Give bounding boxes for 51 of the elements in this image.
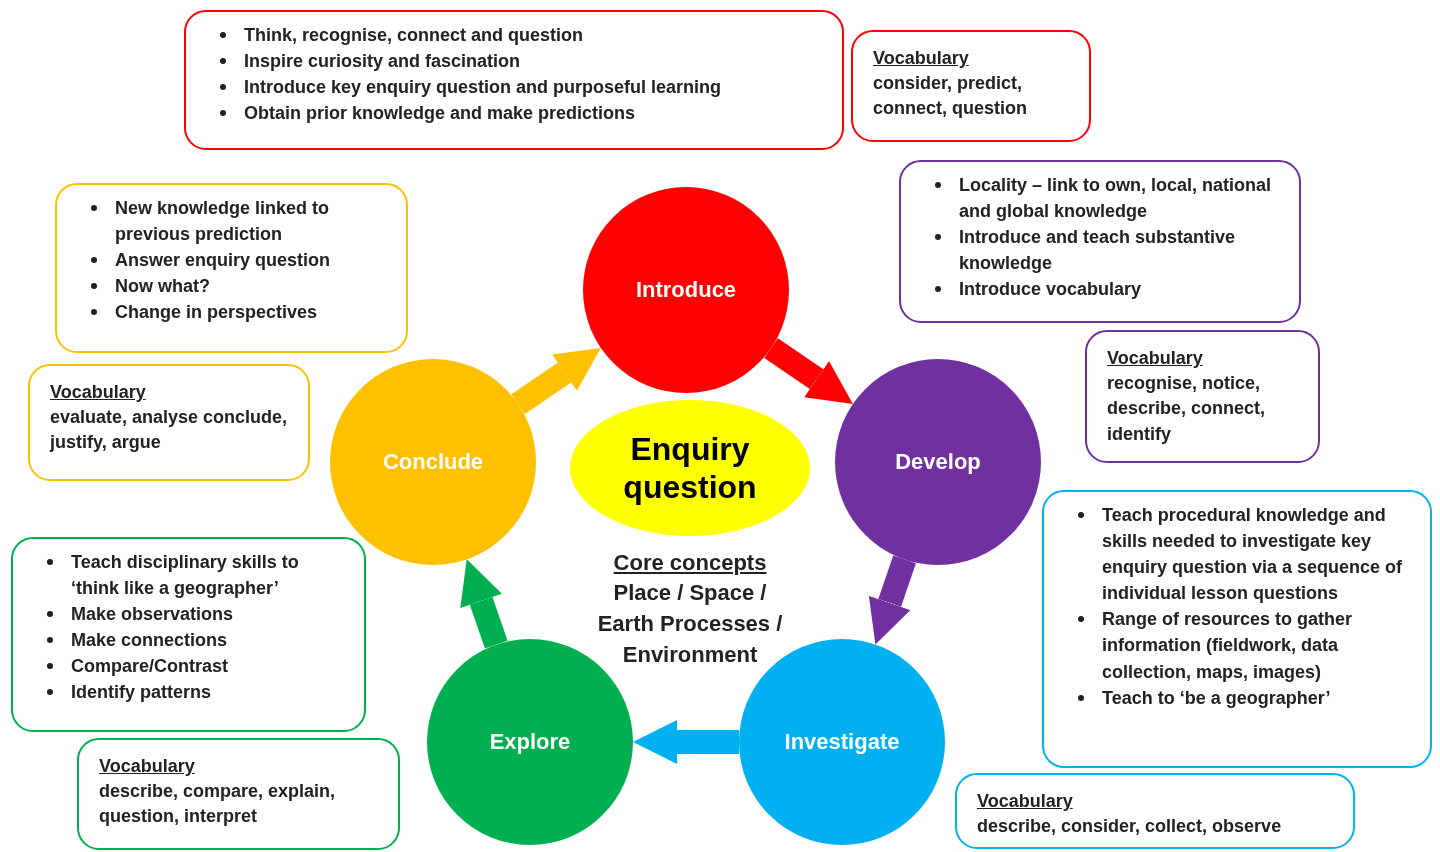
bullet-item: New knowledge linked to previous prediction xyxy=(115,197,331,247)
bullet-item: Make observations xyxy=(71,603,234,627)
bullet-item: Obtain prior knowledge and make predictions xyxy=(244,102,636,126)
vocabulary-heading: Vocabulary xyxy=(1107,347,1204,370)
vocabulary-box xyxy=(851,30,1091,142)
bullet-item: Now what? xyxy=(115,275,210,299)
vocabulary-heading: Vocabulary xyxy=(977,790,1074,813)
central-label: Enquiry question xyxy=(622,429,758,507)
stage-label: Introduce xyxy=(635,277,737,303)
vocabulary-box xyxy=(77,738,400,850)
bullet-list-box xyxy=(55,183,408,353)
core-concepts-heading: Core concepts xyxy=(612,549,768,577)
block-arrow xyxy=(764,338,853,404)
bullet-list-box xyxy=(1042,490,1432,768)
vocabulary-heading: Vocabulary xyxy=(50,381,147,404)
vocabulary-heading: Vocabulary xyxy=(873,47,970,70)
bullet-item: Compare/Contrast xyxy=(71,655,229,679)
bullet-item: Locality – link to own, local, national and global knowledge xyxy=(959,174,1273,224)
vocabulary-heading: Vocabulary xyxy=(99,755,196,778)
vocabulary-box xyxy=(955,773,1355,849)
vocabulary-list: describe, compare, explain, question, interpret xyxy=(99,779,384,830)
block-arrow xyxy=(460,559,508,649)
core-concepts-list: Place / Space / Earth Processes / Environment xyxy=(585,578,795,671)
bullet-item: Identify patterns xyxy=(71,681,212,705)
bullet-item: Introduce and teach substantive knowledge xyxy=(959,226,1237,276)
vocabulary-list: recognise, notice, describe, connect, identify xyxy=(1107,371,1304,447)
bullet-item: Teach disciplinary skills to ‘think like a geographer’ xyxy=(71,551,300,601)
vocabulary-list: evaluate, analyse conclude, justify, argue xyxy=(50,405,294,456)
bullet-item: Answer enquiry question xyxy=(115,249,331,273)
stage-label: Explore xyxy=(489,729,571,755)
bullet-item: Change in perspectives xyxy=(115,301,318,325)
bullet-item: Teach procedural knowledge and skills needed to investigate key enquiry question via a sequence of individual lesson questions xyxy=(1102,504,1404,606)
stage-label: Develop xyxy=(895,449,981,475)
stage-label: Investigate xyxy=(784,729,900,755)
bullet-item: Make connections xyxy=(71,629,228,653)
bullet-item: Range of resources to gather information (fieldwork, data collection, maps, images) xyxy=(1102,608,1354,684)
block-arrow xyxy=(633,720,739,764)
bullet-item: Introduce key enquiry question and purposeful learning xyxy=(244,76,722,100)
bullet-list-box xyxy=(899,160,1301,323)
vocabulary-box xyxy=(28,364,310,481)
bullet-list-box xyxy=(184,10,844,150)
bullet-item: Think, recognise, connect and question xyxy=(244,24,584,47)
bullet-item: Teach to ‘be a geographer’ xyxy=(1102,686,1331,710)
bullet-item: Introduce vocabulary xyxy=(959,278,1142,302)
bullet-item: Inspire curiosity and fascination xyxy=(244,50,521,74)
vocabulary-box xyxy=(1085,330,1320,463)
stage-label: Conclude xyxy=(382,449,484,475)
block-arrow xyxy=(868,555,916,645)
bullet-list-box xyxy=(11,537,366,732)
vocabulary-list: consider, predict, connect, question xyxy=(873,71,1075,122)
vocabulary-list: describe, consider, collect, observe xyxy=(977,814,1339,840)
